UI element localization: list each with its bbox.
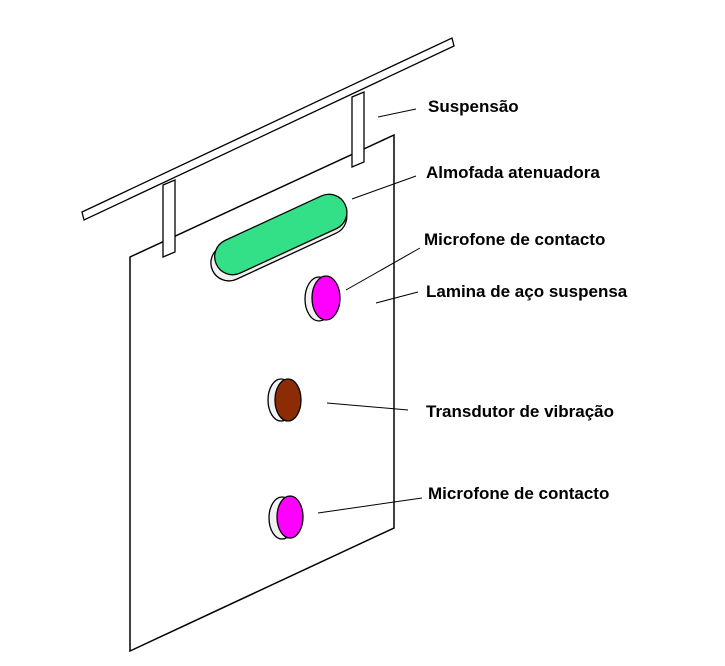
suspension-rod — [81, 37, 455, 221]
label-almofada: Almofada atenuadora — [426, 163, 600, 182]
label-microfone-top: Microfone de contacto — [424, 230, 605, 249]
leader-line-lamina — [375, 291, 419, 304]
contact-microphone-top — [304, 275, 341, 322]
damping-pad — [210, 193, 348, 282]
steel-plate — [129, 133, 395, 653]
leader-line-almofada — [351, 175, 417, 200]
contact-microphone-bottom — [268, 495, 304, 540]
label-suspensao: Suspensão — [428, 97, 519, 116]
leader-line-microfone-top — [345, 247, 421, 291]
label-transdutor: Transdutor de vibração — [426, 402, 614, 421]
vibration-transducer — [267, 378, 302, 422]
label-lamina: Lamina de aço suspensa — [426, 282, 628, 301]
leader-line-microfone-bottom — [317, 497, 423, 514]
hanger-left — [162, 179, 176, 258]
leader-line-suspensao — [377, 108, 417, 118]
label-microfone-bottom: Microfone de contacto — [428, 484, 609, 503]
hanger-right — [351, 91, 365, 168]
leader-line-transdutor — [326, 402, 409, 411]
